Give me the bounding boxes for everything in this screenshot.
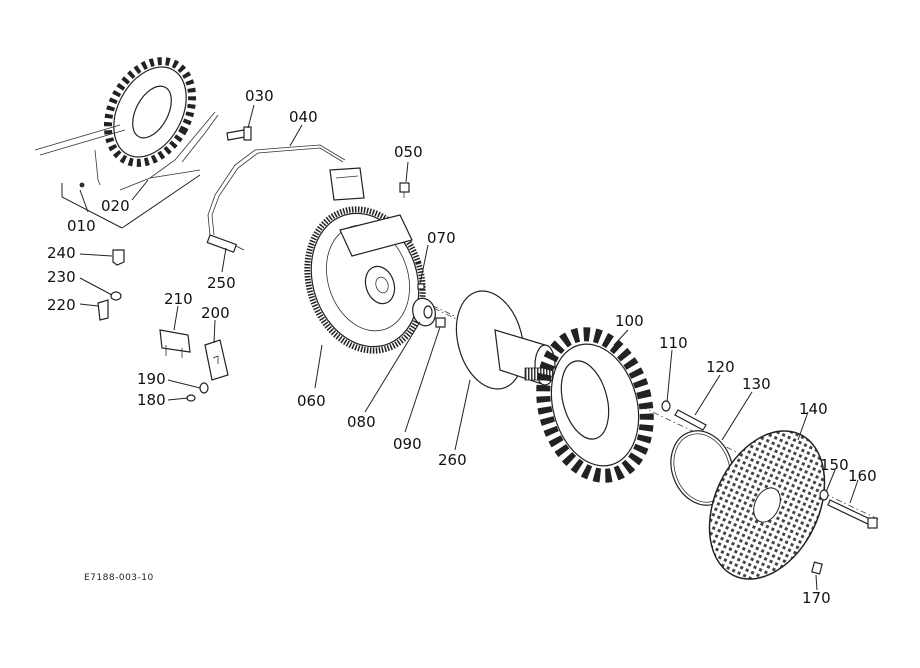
bolt-030 [226, 126, 252, 141]
washer-190 [199, 382, 209, 394]
label-050: 050 [394, 143, 423, 161]
label-140: 140 [799, 400, 828, 418]
label-060: 060 [297, 392, 326, 410]
nut-090 [435, 317, 446, 328]
label-170: 170 [802, 589, 831, 607]
leader-lines [79, 104, 859, 591]
stator-coil [34, 57, 197, 188]
screw-050 [399, 182, 410, 198]
label-080: 080 [347, 413, 376, 431]
bracket-220 [97, 299, 109, 321]
label-200: 200 [201, 304, 230, 322]
pin-120 [674, 409, 707, 431]
label-230: 230 [47, 268, 76, 286]
label-090: 090 [393, 435, 422, 453]
label-160: 160 [848, 467, 877, 485]
module-200 [204, 339, 229, 381]
drawing-code: E7188-003-10 [84, 573, 154, 583]
label-010: 010 [67, 217, 96, 235]
label-260: 260 [438, 451, 467, 469]
cooling-fan [536, 327, 654, 483]
label-210: 210 [164, 290, 193, 308]
bolt-160 [827, 499, 878, 529]
lead-wire [119, 111, 219, 191]
nut-170 [811, 561, 823, 575]
nut-230 [110, 291, 122, 301]
label-250: 250 [207, 274, 236, 292]
label-020: 020 [101, 197, 130, 215]
key-070 [417, 283, 425, 290]
label-190: 190 [137, 370, 166, 388]
label-100: 100 [615, 312, 644, 330]
label-070: 070 [427, 229, 456, 247]
flywheel [304, 206, 426, 354]
label-180: 180 [137, 391, 166, 409]
label-240: 240 [47, 244, 76, 262]
label-220: 220 [47, 296, 76, 314]
label-110: 110 [659, 334, 688, 352]
clip-240 [112, 249, 125, 266]
label-030: 030 [245, 87, 274, 105]
washer-080 [412, 297, 436, 327]
ignition-cable [207, 144, 365, 236]
label-150: 150 [820, 456, 849, 474]
washer-110 [661, 400, 671, 412]
screw-180 [186, 394, 196, 402]
label-040: 040 [289, 108, 318, 126]
starter-hub-260 [455, 290, 556, 390]
group-bracket [61, 174, 201, 229]
washer-150 [819, 489, 829, 501]
label-130: 130 [742, 375, 771, 393]
plug-cap-250 [206, 234, 245, 253]
label-120: 120 [706, 358, 735, 376]
pulser-210 [159, 329, 191, 358]
